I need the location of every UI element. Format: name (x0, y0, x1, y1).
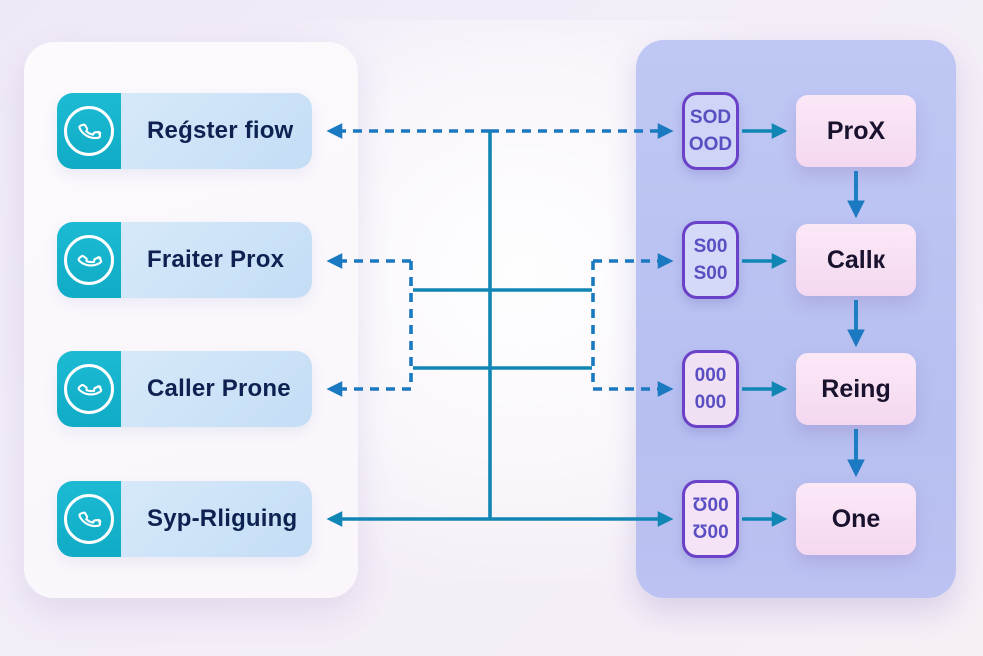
flow-item-fraiter: Fraiter Prox (57, 222, 312, 298)
flow-item-register: Reǵster fiow (57, 93, 312, 169)
flow-item-label: Fraiter Prox (121, 222, 312, 298)
phone-icon (57, 93, 121, 169)
badge-line: 000 (694, 364, 727, 386)
flow-item-caller: Caller Prone (57, 351, 312, 427)
node-label: Reing (821, 374, 891, 403)
badge-line: SOD (689, 106, 732, 128)
badge-000: 000 000 (682, 350, 739, 428)
node-label: ProX (826, 116, 886, 145)
badge-line: 000 (694, 391, 727, 413)
flow-item-label: Reǵster fiow (121, 93, 312, 169)
badge-line: Ʊ00 (692, 494, 729, 516)
badge-u00: Ʊ00 Ʊ00 (682, 480, 739, 558)
flow-item-label: Caller Prone (121, 351, 312, 427)
phone-icon (57, 351, 121, 427)
flow-item-label: Syp-Rliguing (121, 481, 312, 557)
badge-s00: S00 S00 (682, 221, 739, 299)
phone-icon (57, 222, 121, 298)
badge-sod: SOD OOD (682, 92, 739, 170)
node-prox: ProX (796, 95, 916, 167)
node-reing: Reing (796, 353, 916, 425)
badge-line: S00 (693, 262, 728, 284)
node-label: One (831, 504, 881, 533)
badge-line: S00 (693, 235, 728, 257)
badge-line: OOD (688, 133, 733, 155)
badge-line: Ʊ00 (692, 521, 729, 543)
node-callk: Callк (796, 224, 916, 296)
phone-icon (57, 481, 121, 557)
node-one: One (796, 483, 916, 555)
node-label: Callк (826, 245, 886, 274)
flow-item-syp: Syp-Rliguing (57, 481, 312, 557)
